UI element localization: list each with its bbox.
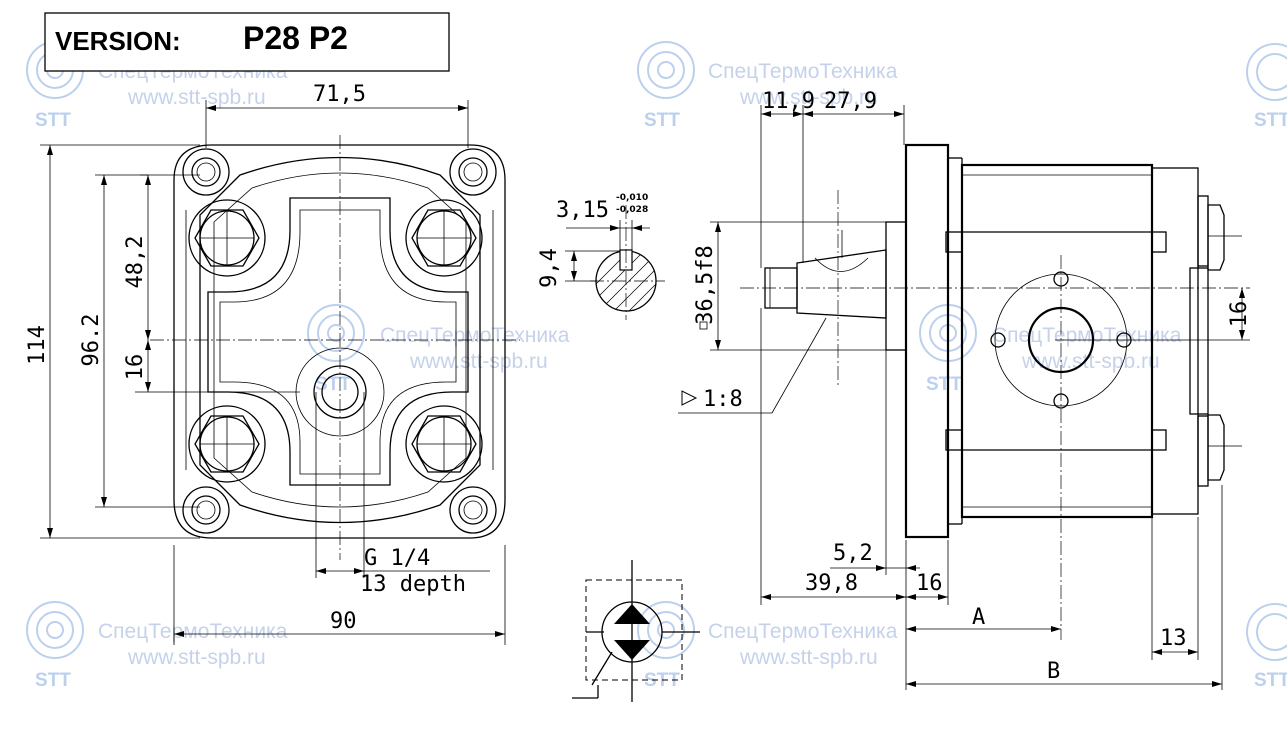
dim-key-tol-upper: -0,010 [616,193,648,203]
pilot-boss [885,221,907,351]
watermark-logo-text: STT [644,110,680,131]
dim-pilot-diameter: 36,5f8 [693,245,718,324]
mounting-hole [182,486,230,534]
dim-rear-length: 13 [1160,626,1187,651]
watermark-logo-text: STT [926,374,962,395]
dim-front-width-total: 90 [330,609,357,634]
watermark-logo: STT [637,41,695,131]
dim-key-tol-lower: -0,028 [616,205,648,215]
watermark-url: www.stt-spb.ru [739,86,878,109]
dim-side-port-offset: 16 [1227,301,1252,328]
watermark-logo: STT [1246,603,1287,691]
watermark-company: СпецТермоТехника [98,620,288,643]
watermark-logo: STT [307,304,365,395]
watermark-logo: STT [26,601,84,691]
watermark-logo-text: STT [35,110,71,131]
front-thread-depth: 13 depth [360,572,466,597]
dim-a: A [972,605,985,630]
front-view: 71,5 114 96.2 48,2 16 G 1/4 13 depth 90 [25,82,520,645]
bolt-head [405,199,483,277]
bolt-head [188,199,266,277]
dim-shaft-length: 11,9 [762,89,815,114]
taper-ratio: 1:8 [703,387,743,412]
dim-shaft-total: 39,8 [805,571,858,596]
rear-cover [1151,167,1199,515]
taper-symbol-icon [681,390,698,406]
watermark-url: www.stt-spb.ru [127,646,266,669]
watermark-company: СпецТермоТехника [708,620,898,643]
watermark-logo: STT [637,601,695,691]
bolt-head [405,405,483,483]
dim-key-width: 3,15 [556,198,609,223]
side-flange [904,143,950,539]
dim-front-height-total: 114 [25,325,50,365]
dim-key-height: 9,4 [537,248,562,288]
watermark-logo: STT [1246,43,1287,131]
dim-front-height-half: 48,2 [123,236,148,289]
watermark-url: www.stt-spb.ru [739,646,878,669]
side-view: 11,9 27,9 36,5f8 1:8 5,2 39,8 16 A [678,89,1252,690]
watermark-logo-text: STT [35,670,71,691]
body-rib [207,197,469,486]
square-symbol [699,321,708,330]
front-flange-outline [173,144,506,539]
mounting-hole [449,486,497,534]
front-thread-label: G 1/4 [364,546,430,571]
watermark-url: www.stt-spb.ru [127,86,266,109]
dim-flange-width: 16 [916,571,943,596]
watermark-company: СпецТермоТехника [708,60,898,83]
watermark-company: СпецТермоТехника [380,324,570,347]
watermark-logo-text: STT [315,374,351,395]
dim-flange-thickness: 5,2 [833,541,873,566]
version-value: P28 P2 [243,20,348,56]
dim-front-width-top: 71,5 [313,82,366,107]
watermark-logo-text: STT [1254,670,1287,691]
watermark-group: STT СпецТермоТехника www.stt-spb.ru STT … [26,41,1287,691]
mounting-hole [182,148,230,196]
pump-body-outline [199,156,481,524]
watermark-url: www.stt-spb.ru [409,350,548,373]
watermark-company: СпецТермоТехника [992,324,1182,347]
dim-flange-length: 27,9 [824,89,877,114]
version-box: VERSION: P28 P2 [44,12,450,72]
dim-front-height-bolts: 96.2 [79,314,104,367]
shaft-section: 3,15 -0,010 -0,028 9,4 [537,193,665,320]
mounting-hole [449,148,497,196]
bolt-head [188,405,266,483]
version-label: VERSION: [55,26,181,56]
watermark-logo-text: STT [1254,110,1287,131]
hydraulic-pump-symbol [572,560,700,702]
dim-b: B [1047,659,1060,684]
tapered-shaft [796,249,887,319]
dim-front-port-offset: 16 [123,354,148,381]
